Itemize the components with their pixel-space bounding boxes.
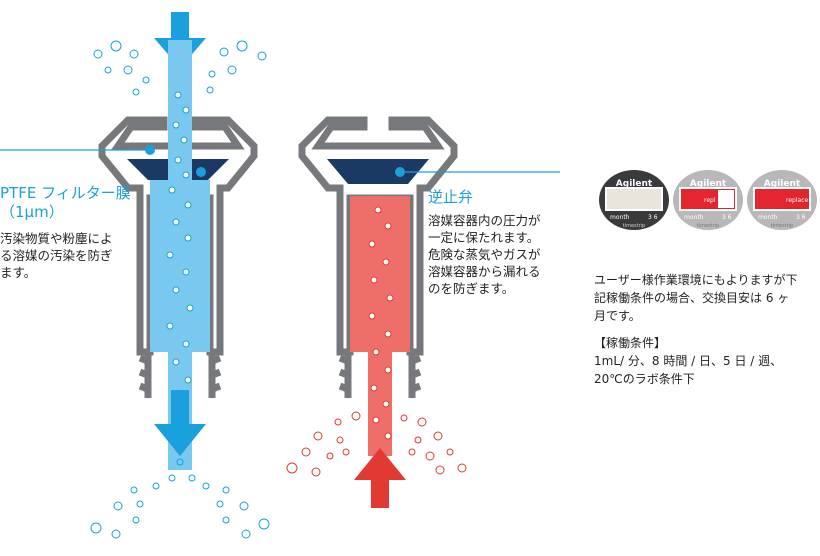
indicator-label: month (610, 214, 630, 221)
indicator-ticks: 3 6 (722, 214, 732, 221)
vapor-bubbles (368, 206, 394, 440)
indicator-label: month (758, 214, 778, 221)
surrounding-bubbles (90, 40, 270, 539)
indicator-brand: Agilent (690, 179, 727, 189)
indicator-label: month (684, 214, 704, 221)
cap-outline (98, 116, 258, 356)
outgoing-air-arrow (154, 390, 206, 456)
indicator-new: Agilent month 3 6 timestrip (599, 170, 669, 230)
indicator-expired: Agilent replace month 3 6 timestrip (747, 170, 817, 230)
indicator-partial: Agilent repl month 3 6 timestrip (673, 170, 743, 230)
check-valve-title: 逆止弁 (428, 188, 474, 206)
check-valve-description: 溶媒容器内の圧力が 一定に保たれます。 危険な蒸気やガスが 溶媒容器から漏れる … (428, 213, 541, 296)
surrounding-vapor-bubbles (286, 411, 467, 477)
indicator-brand: Agilent (764, 179, 801, 189)
ptfe-filter-cap (90, 12, 270, 539)
incoming-vapor-arrow (354, 448, 406, 508)
indicator-brand: Agilent (616, 179, 653, 189)
indicator-footer: timestrip (697, 223, 719, 229)
check-valve-cap (286, 116, 467, 508)
air-bubbles (166, 91, 194, 384)
cap-outline (298, 116, 458, 356)
indicator-footer: timestrip (623, 223, 645, 229)
ptfe-filter-description: 汚染物質や粉塵によ る溶媒の汚染を防ぎ ます。 (0, 231, 113, 280)
valve-body-flow (350, 196, 410, 352)
indicator-footer: timestrip (771, 223, 793, 229)
ptfe-filter-title: PTFE フィルター膜 （1μm） (0, 184, 131, 221)
operating-conditions-title: 【稼働条件】 (594, 336, 667, 350)
indicator-bar-text: replace (786, 197, 808, 204)
indicator-bar-text: repl (704, 197, 716, 204)
valve-chamber (327, 159, 429, 184)
filter-body-flow (150, 180, 210, 352)
membrane-marker (196, 167, 206, 177)
replacement-note: ユーザー様作業環境にもよりますが下 記稼働条件の場合、交換目安は 6 ヶ 月です… (594, 273, 798, 323)
thread-section (338, 352, 422, 398)
operating-conditions-text: 1mL/ 分、8 時間 / 日、5 日 / 週、 20℃のラボ条件下 (594, 354, 783, 386)
indicator-ticks: 3 6 (648, 214, 658, 221)
thread-section (138, 352, 222, 398)
indicator-ticks: 3 6 (796, 214, 806, 221)
